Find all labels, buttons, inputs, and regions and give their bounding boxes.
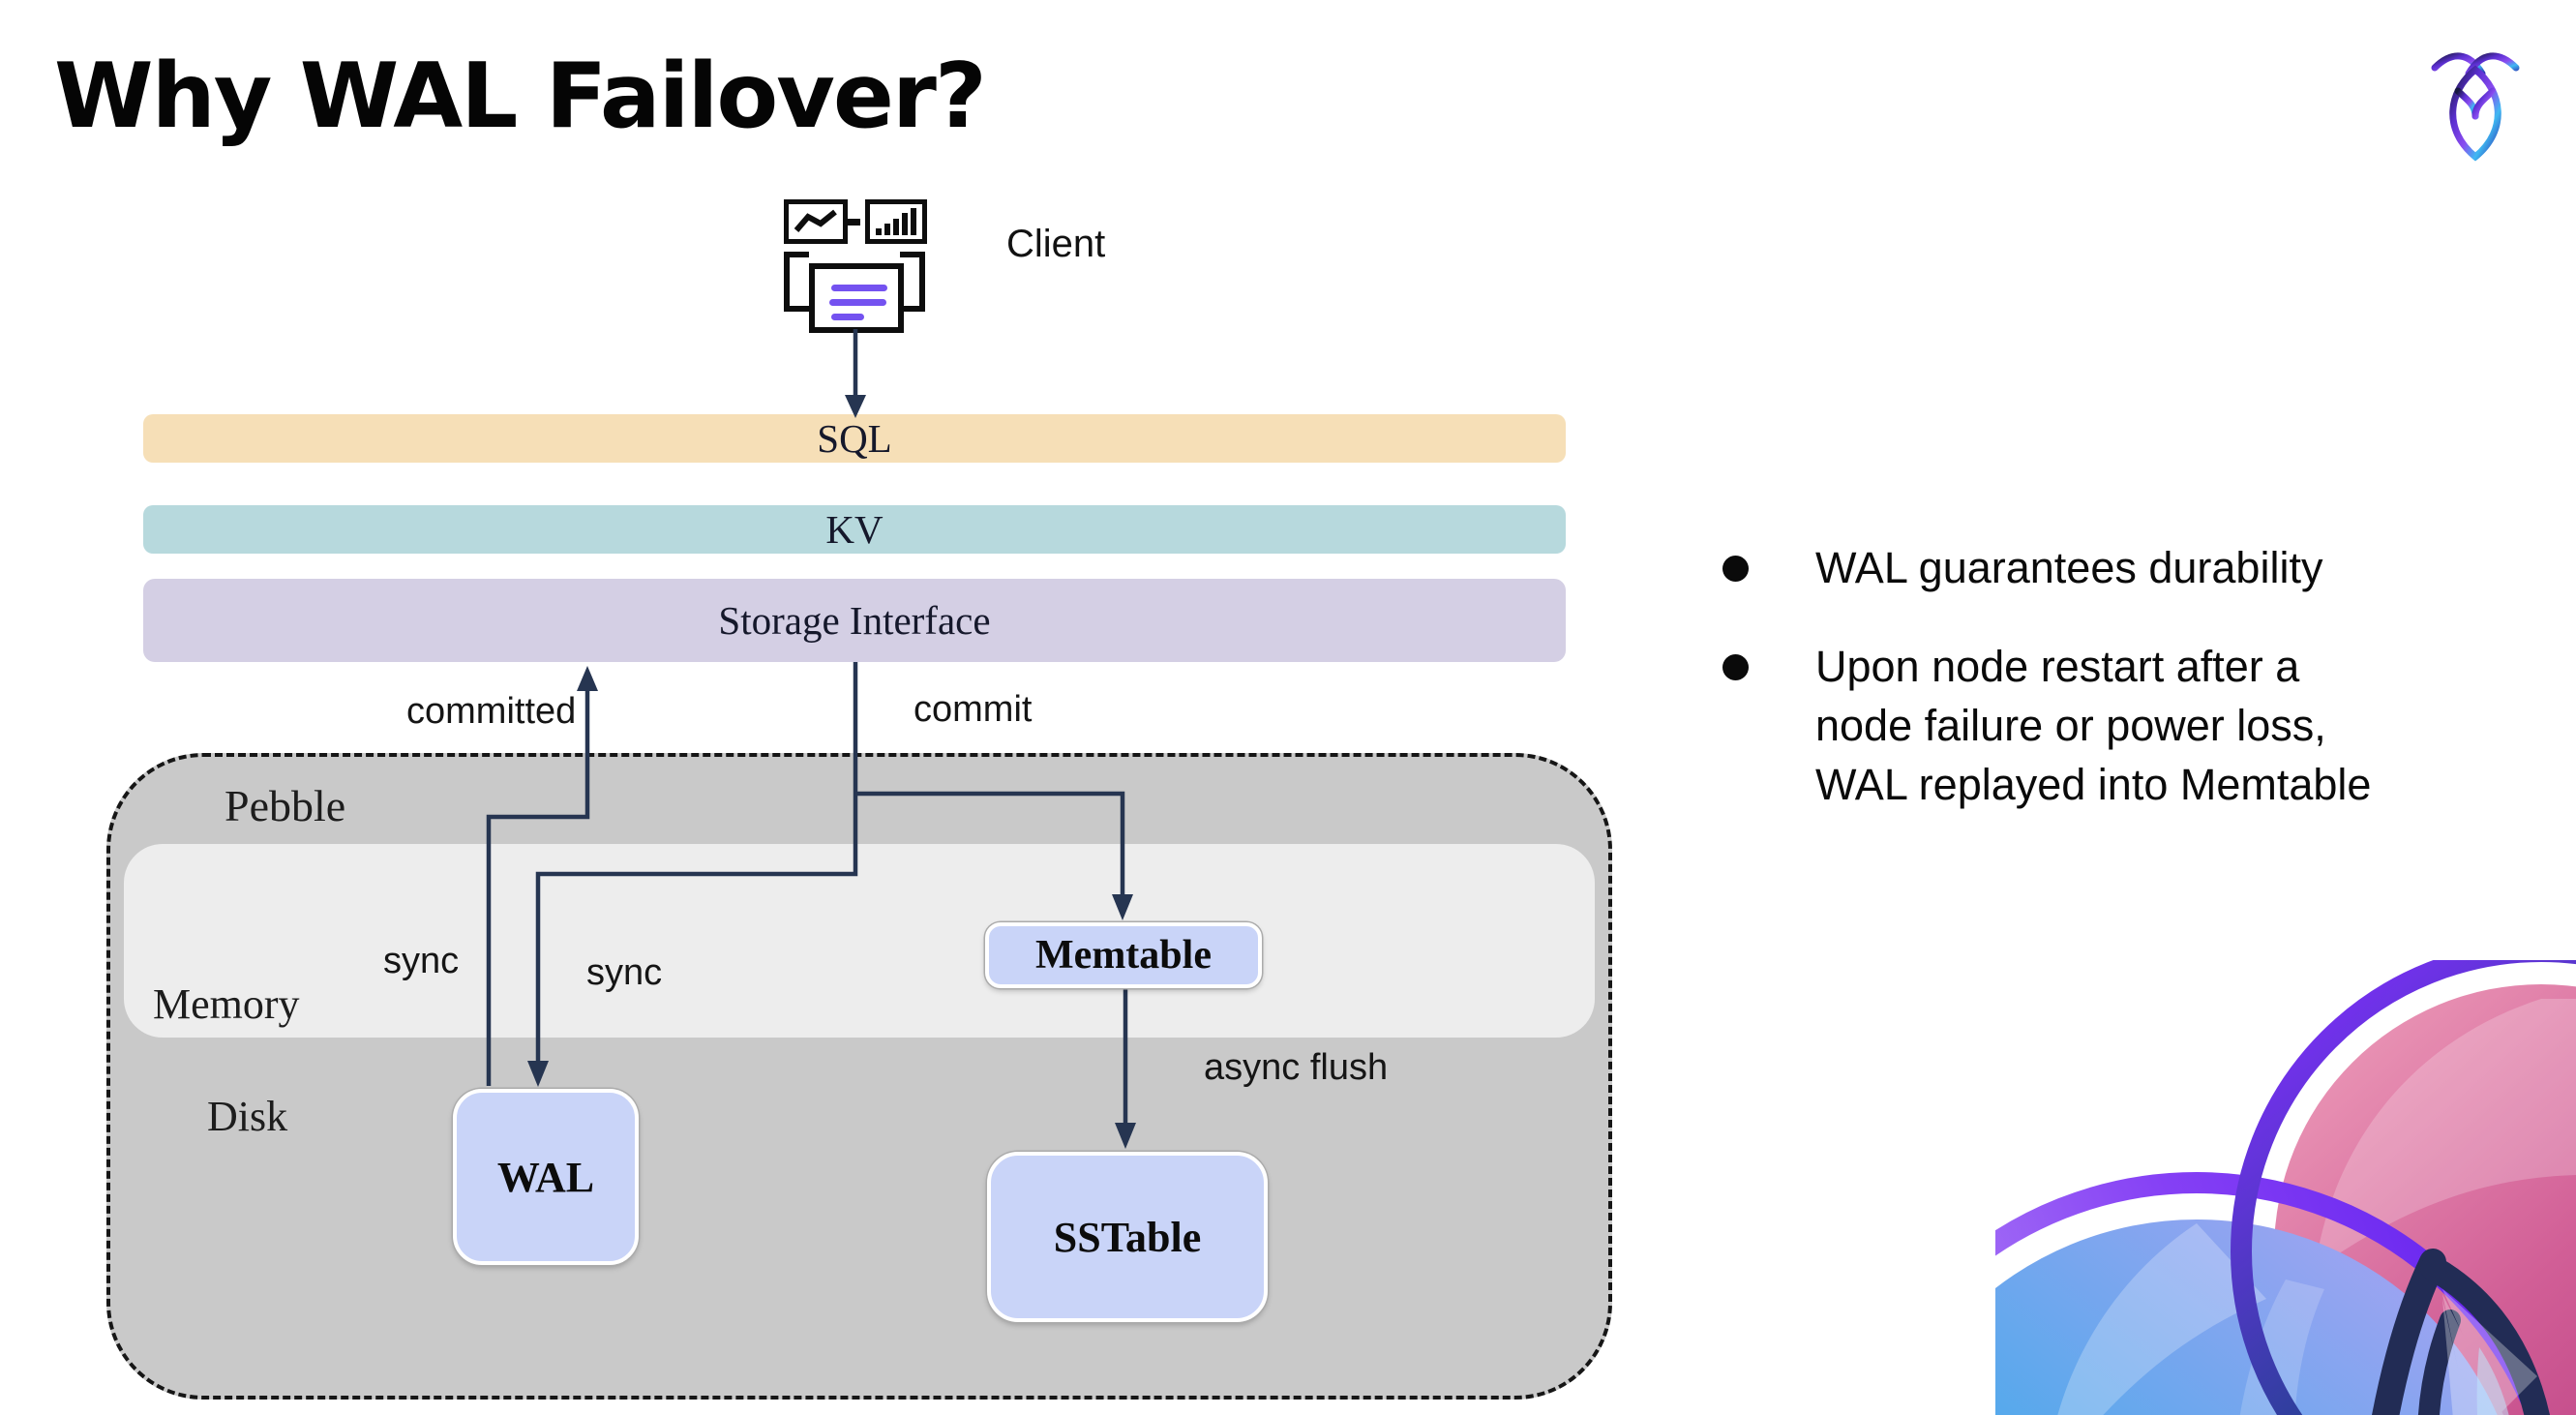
committed-label: committed — [406, 691, 577, 732]
bullet-dot-icon — [1722, 556, 1749, 582]
layer-bar-kv: KV — [143, 505, 1566, 554]
sql-label: SQL — [817, 416, 892, 461]
client-label: Client — [1006, 223, 1106, 265]
memory-label: Memory — [153, 980, 300, 1028]
bullet-dot-icon — [1722, 654, 1749, 680]
left-bracket-icon — [784, 252, 809, 312]
bullet-line: node failure or power loss, — [1815, 701, 2326, 750]
memtable-label: Memtable — [1035, 933, 1212, 978]
layer-bar-storage-interface: Storage Interface — [143, 579, 1566, 662]
page-title: Why WAL Failover? — [54, 44, 987, 148]
commit-label: commit — [914, 689, 1033, 730]
right-bracket-icon — [900, 252, 925, 312]
memtable-box: Memtable — [985, 922, 1262, 988]
kv-label: KV — [825, 507, 884, 552]
bullet-line: WAL guarantees durability — [1815, 543, 2323, 592]
wal-box: WAL — [453, 1089, 639, 1265]
sstable-label: SSTable — [1053, 1213, 1202, 1261]
bullet-item: WAL guarantees durability — [1722, 538, 2551, 597]
bullet-line: Upon node restart after a — [1815, 642, 2300, 691]
cockroachdb-logo-icon — [2427, 39, 2524, 165]
arrowhead-into-storage — [577, 666, 598, 691]
wal-label: WAL — [496, 1153, 595, 1201]
bar-chart-mini-window-icon — [865, 199, 927, 244]
document-window-icon — [809, 263, 904, 333]
layer-bar-sql: SQL — [143, 414, 1566, 463]
bullet-line: WAL replayed into Memtable — [1815, 760, 2372, 809]
sync-right-label: sync — [586, 952, 663, 993]
dash-connector-icon — [848, 219, 860, 226]
async-flush-label: async flush — [1204, 1047, 1389, 1088]
sync-left-label: sync — [383, 941, 460, 981]
bullet-text: WAL guarantees durability — [1815, 538, 2551, 597]
pebble-label: Pebble — [225, 781, 346, 830]
memory-region — [124, 844, 1595, 1038]
brand-corner-art — [1995, 960, 2576, 1415]
bullet-item: Upon node restart after a node failure o… — [1722, 637, 2551, 814]
sstable-box: SSTable — [987, 1152, 1268, 1322]
line-chart-mini-window-icon — [784, 199, 848, 244]
bullet-text: Upon node restart after a node failure o… — [1815, 637, 2551, 814]
disk-label: Disk — [207, 1093, 288, 1140]
storage-interface-label: Storage Interface — [718, 598, 991, 643]
